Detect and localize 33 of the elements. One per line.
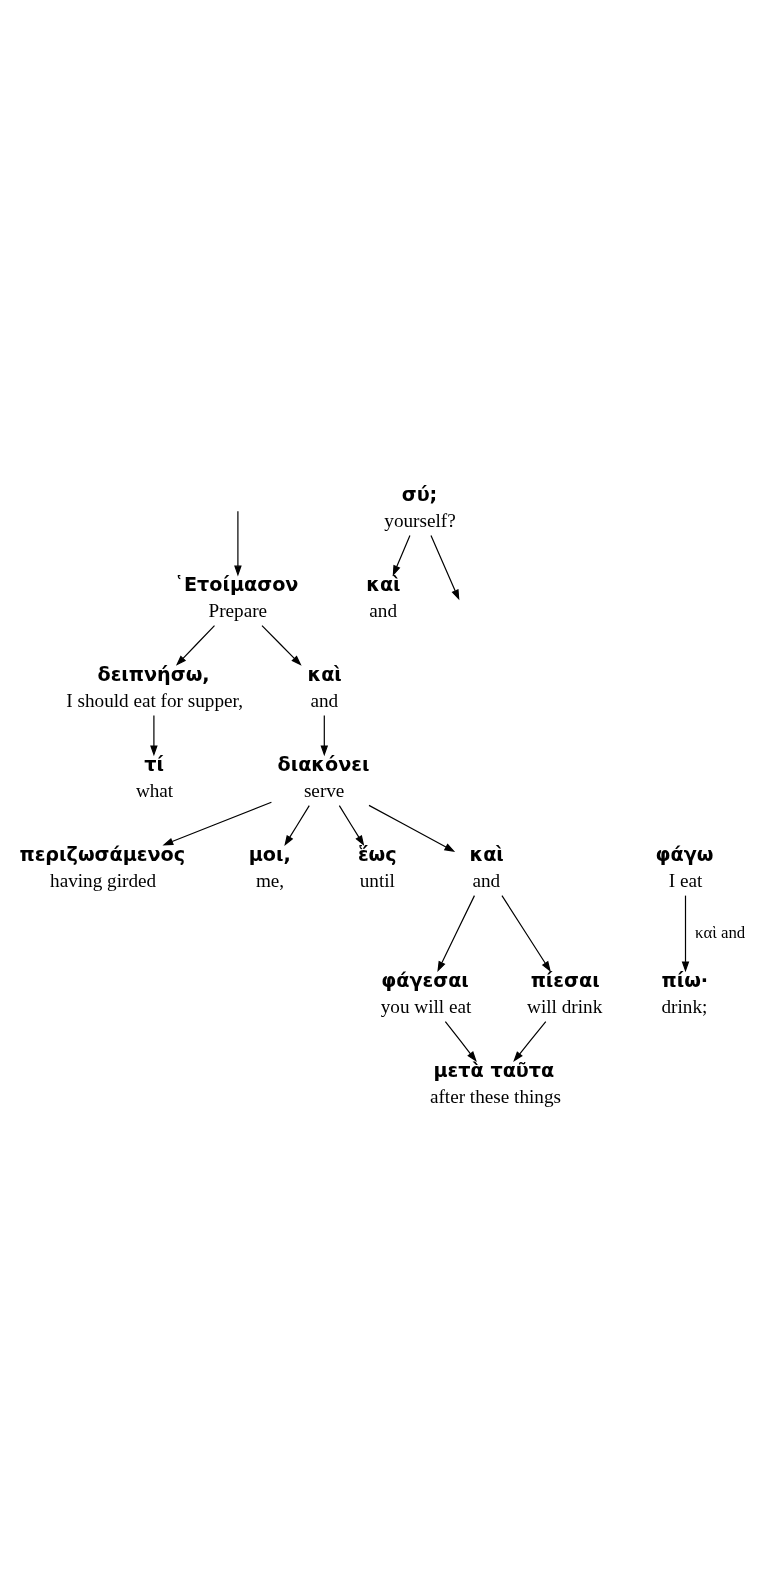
node-text: μετὰ ταῦτα after these things	[429, 1058, 561, 1107]
node-text: καὶ and	[307, 662, 342, 711]
node-text: φάγω I eat	[655, 842, 714, 891]
node-text: καὶ and	[469, 842, 504, 891]
arrow	[175, 624, 216, 666]
arrow	[150, 714, 158, 756]
arrow	[162, 801, 273, 845]
node-text: καὶ and	[366, 572, 401, 621]
arrow	[320, 714, 329, 756]
arrow	[338, 804, 365, 846]
node-text: πίεσαι will drink	[527, 968, 603, 1017]
node-text: μοι, me,	[248, 842, 291, 891]
node-text: τί what	[135, 752, 174, 801]
arrow	[430, 534, 460, 600]
arrow	[501, 894, 551, 972]
node-text: σύ; yourself?	[384, 482, 456, 531]
arrow	[444, 1020, 477, 1062]
node-text: ῾Ετοίμασον Prepare	[174, 572, 299, 621]
arrow	[513, 1020, 547, 1062]
edge-label: καὶ and	[695, 922, 746, 942]
node-text: φάγεσαι you will eat	[380, 968, 472, 1017]
arrow	[681, 894, 690, 972]
node-text: διακόνει serve	[277, 752, 370, 801]
arrow	[368, 804, 456, 852]
arrow	[392, 534, 411, 576]
node-text: ἕως until	[357, 842, 397, 891]
node-text: πίω· drink;	[661, 968, 709, 1017]
arrow	[284, 804, 310, 846]
arrow	[234, 510, 242, 576]
node-text: περιζωσάμενος having girded	[19, 842, 186, 891]
node-text: δειπνήσω, I should eat for supper,	[66, 662, 243, 711]
arrow	[261, 624, 302, 666]
arrow	[437, 894, 476, 972]
